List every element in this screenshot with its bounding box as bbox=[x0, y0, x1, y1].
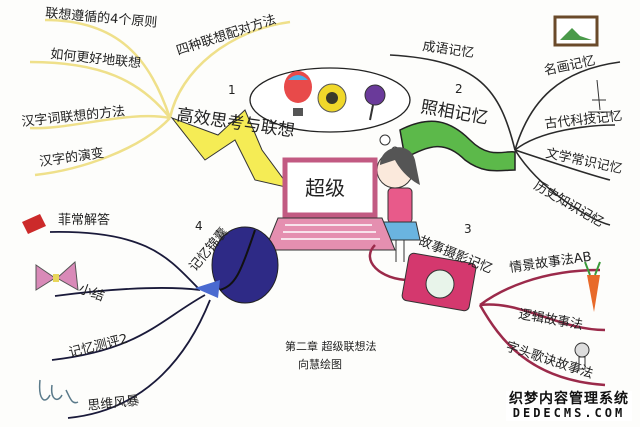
carrot-icon bbox=[584, 261, 601, 312]
branch-1-child: 汉字的演变 bbox=[38, 145, 105, 170]
caption-author: 向慧绘图 bbox=[298, 357, 342, 371]
wind-icon bbox=[38, 379, 79, 404]
branch-4-child: 菲常解答 bbox=[58, 212, 110, 228]
picture-frame-icon bbox=[553, 15, 599, 47]
branch-4-child: 小结 bbox=[77, 282, 107, 305]
branch-4-child: 思维风暴 bbox=[87, 394, 140, 414]
sunflower-icon bbox=[317, 83, 347, 113]
branch-3-number: 3 bbox=[464, 222, 472, 236]
branch-4-lines bbox=[49, 231, 211, 419]
branch-1-lines bbox=[29, 18, 291, 177]
girl-figure bbox=[376, 147, 421, 262]
branch-4-number: 4 bbox=[195, 219, 203, 233]
laptop-icon bbox=[264, 157, 396, 251]
balloon-icon bbox=[284, 71, 312, 116]
branch-1-child: 如何更好地联想 bbox=[50, 46, 142, 71]
branch-1-child: 四种联想配对方法 bbox=[174, 11, 278, 58]
branch-2-child: 名画记忆 bbox=[543, 52, 597, 78]
branch-1-number: 1 bbox=[228, 83, 236, 97]
branch-3-child: 逻辑故事法 bbox=[517, 307, 584, 333]
camera-icon bbox=[401, 252, 477, 312]
microphone-icon bbox=[574, 342, 590, 370]
branch-2-child: 古代科技记忆 bbox=[544, 108, 623, 132]
watermark: 织梦内容管理系统 DEDECMS.COM bbox=[506, 391, 632, 421]
branch-2-number: 2 bbox=[455, 82, 463, 96]
lollipop-icon bbox=[364, 84, 386, 121]
center-topic: 超级 bbox=[305, 176, 345, 200]
branch-2-child: 历史知识记忆 bbox=[531, 178, 607, 231]
pouch-icon bbox=[195, 226, 279, 304]
branch-3-lines bbox=[368, 244, 606, 387]
film-strip-icon bbox=[399, 120, 516, 172]
watermark-line-2: DEDECMS.COM bbox=[512, 406, 626, 420]
bow-icon bbox=[35, 260, 79, 291]
leaf-icon bbox=[22, 214, 46, 234]
branch-1-child: 联想遵循的4个原则 bbox=[45, 5, 158, 31]
branch-2-lines bbox=[389, 54, 621, 226]
branch-4-child: 记忆测评2 bbox=[67, 331, 129, 361]
caption-title: 第二章 超级联想法 bbox=[285, 339, 377, 353]
microscope-icon bbox=[588, 79, 612, 113]
watermark-line-1: 织梦内容管理系统 bbox=[509, 391, 629, 407]
branch-2-child: 成语记忆 bbox=[421, 38, 475, 61]
